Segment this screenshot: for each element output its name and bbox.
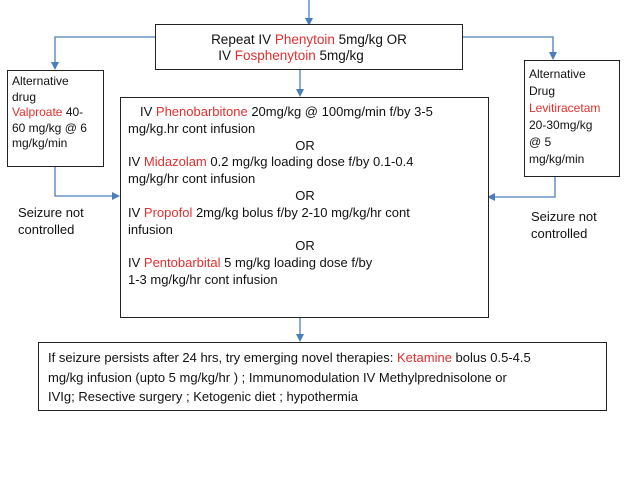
drug-midazolam: Midazolam xyxy=(143,154,207,170)
left-note-line-2: controlled xyxy=(18,222,75,237)
top-line-2-suffix: 5mg/kg xyxy=(315,48,364,63)
right-alt-line-1: Alternative xyxy=(529,67,586,81)
option-midazolam-line-1: IV Midazolam 0.2 mg/kg loading dose f/by… xyxy=(128,154,482,171)
bottom-line-2: mg/kg infusion (upto 5 mg/kg/hr ) ; Immu… xyxy=(48,369,507,385)
arrow-top-to-right-alt xyxy=(463,36,557,60)
drug-ketamine: Ketamine xyxy=(397,350,452,365)
or-separator-1: OR xyxy=(295,137,315,153)
option-midazolam-line-2: mg/kg/hr cont infusion xyxy=(128,171,256,187)
right-note-line-2: controlled xyxy=(531,226,588,241)
or-separator-2: OR xyxy=(295,187,315,203)
left-alt-dose-1: 40- xyxy=(62,105,84,119)
or-separator-3: OR xyxy=(295,238,315,254)
opt1-rest-1: 20mg/kg @ 100mg/min f/by 3-5 xyxy=(247,104,433,119)
refractory-therapy-box: If seizure persists after 24 hrs, try em… xyxy=(38,342,607,411)
right-alt-line-2: Drug xyxy=(529,84,556,98)
option-pentobarbital-line-1: IV Pentobarbital 5 mg/kg loading dose f/… xyxy=(128,255,482,272)
left-note-line-1: Seizure not xyxy=(18,205,84,220)
opt3-prefix: IV xyxy=(128,204,144,220)
arrow-top-to-left-alt xyxy=(51,36,155,70)
right-note-line-1: Seizure not xyxy=(531,209,597,224)
second-line-therapy-box: IV Phenobarbitone 20mg/kg @ 100mg/min f/… xyxy=(120,97,489,318)
top-line-1-suffix: 5mg/kg OR xyxy=(334,32,407,47)
left-alt-drug-line: Valproate 40- xyxy=(12,105,99,121)
option-pentobarbital-line-2: 1-3 mg/kg/hr cont infusion xyxy=(128,271,278,287)
drug-phenytoin: Phenytoin xyxy=(274,32,335,47)
repeat-phenytoin-box: Repeat IV Phenytoin 5mg/kg OR IV Fosphen… xyxy=(155,24,463,70)
right-alt-dose-2: @ 5 xyxy=(529,135,552,149)
drug-propofol: Propofol xyxy=(143,204,193,220)
alternative-levitiracetam-box: Alternative Drug Levitiracetam 20-30mg/k… xyxy=(524,60,620,177)
right-alt-dose-3: mg/kg/min xyxy=(529,152,585,166)
top-line-1: Repeat IV Phenytoin 5mg/kg OR xyxy=(156,32,462,48)
opt3-rest-1: 2mg/kg bolus f/by 2-10 mg/kg/hr cont xyxy=(192,204,410,220)
drug-valproate: Valproate xyxy=(12,105,63,119)
top-line-1-prefix: Repeat IV xyxy=(211,32,275,47)
drug-levitiracetam: Levitiracetam xyxy=(529,101,601,115)
bottom-line-1: If seizure persists after 24 hrs, try em… xyxy=(48,348,598,368)
left-alt-line-2: drug xyxy=(12,89,37,104)
arrow-right-alt-to-center xyxy=(487,177,556,201)
opt4-rest-1: 5 mg/kg loading dose f/by xyxy=(220,255,373,271)
bottom-rest-1: bolus 0.5-4.5 xyxy=(451,350,531,365)
left-alt-dose-3: mg/kg/min xyxy=(12,136,68,150)
option-propofol-line-1: IV Propofol 2mg/kg bolus f/by 2-10 mg/kg… xyxy=(128,205,482,222)
arrow-left-alt-to-center xyxy=(54,167,120,200)
top-line-2: IV Fosphenytoin 5mg/kg xyxy=(156,48,462,64)
left-alt-dose-2: 60 mg/kg @ 6 xyxy=(12,120,87,135)
top-line-2-prefix: IV xyxy=(218,48,235,63)
option-phenobarbitone-line-2: mg/kg.hr cont infusion xyxy=(128,120,256,136)
alternative-valproate-box: Alternative drug Valproate 40- 60 mg/kg … xyxy=(7,70,104,167)
opt2-rest-1: 0.2 mg/kg loading dose f/by 0.1-0.4 xyxy=(206,154,414,170)
opt1-prefix: IV xyxy=(140,104,156,119)
bottom-line-3: IVIg; Resective surgery ; Ketogenic diet… xyxy=(48,389,358,404)
drug-phenobarbitone: Phenobarbitone xyxy=(155,104,248,119)
option-phenobarbitone-line-1: IV Phenobarbitone 20mg/kg @ 100mg/min f/… xyxy=(128,104,482,121)
left-alt-line-1: Alternative xyxy=(12,74,69,88)
option-propofol-line-2: infusion xyxy=(128,221,173,237)
opt4-prefix: IV xyxy=(128,255,144,271)
drug-fosphenytoin: Fosphenytoin xyxy=(234,48,316,63)
right-seizure-note: Seizure not controlled xyxy=(531,208,597,242)
opt2-prefix: IV xyxy=(128,154,144,170)
bottom-prefix: If seizure persists after 24 hrs, try em… xyxy=(48,350,397,365)
right-alt-dose-1: 20-30mg/kg xyxy=(529,118,593,132)
left-seizure-note: Seizure not controlled xyxy=(18,204,84,238)
drug-pentobarbital: Pentobarbital xyxy=(143,255,221,271)
